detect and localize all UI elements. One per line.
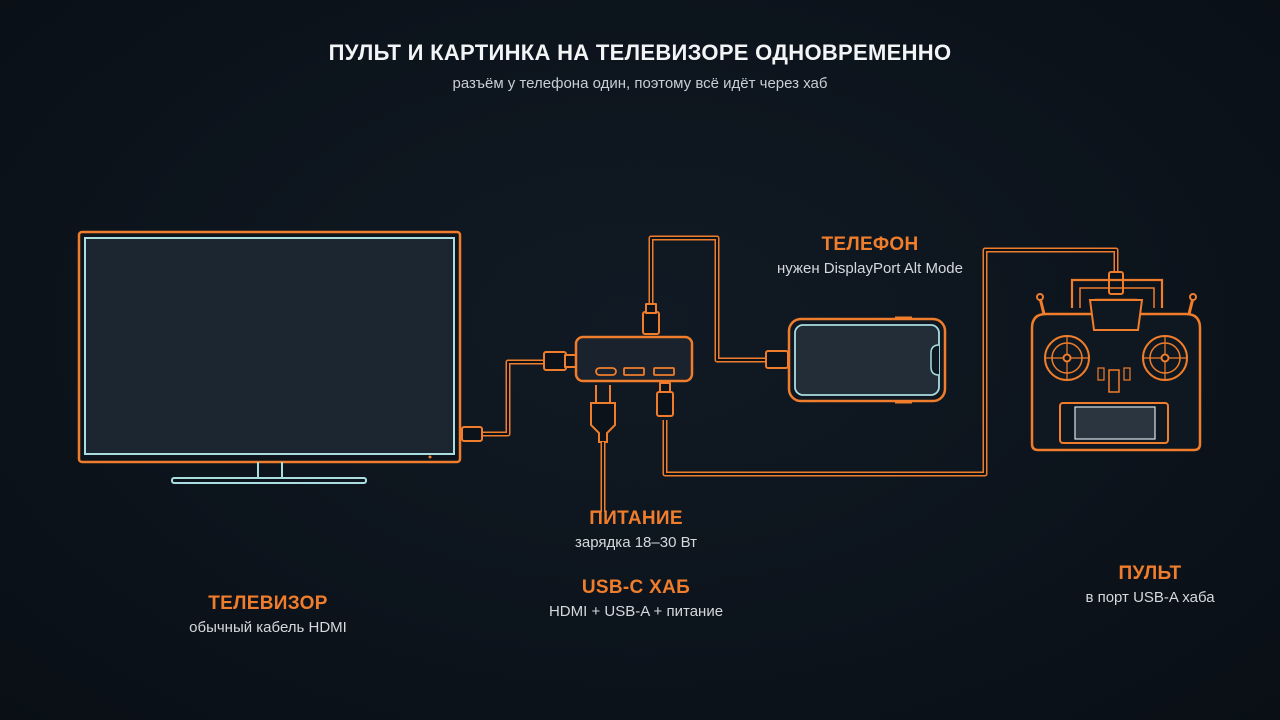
usb-c-hub-icon xyxy=(574,335,694,383)
tv-label-title: ТЕЛЕВИЗОР xyxy=(208,593,328,614)
remote-label: ПУЛЬТ в порт USB-A хаба xyxy=(1040,563,1260,606)
diagram-subtitle: разъём у телефона один, поэтому всё идёт… xyxy=(452,75,828,92)
phone-label-title: ТЕЛЕФОН xyxy=(821,234,919,255)
remote-label-note: в порт USB-A хаба xyxy=(1085,589,1215,606)
tv-label: ТЕЛЕВИЗОР обычный кабель HDMI xyxy=(148,593,388,636)
phone-label-note: нужен DisplayPort Alt Mode xyxy=(776,260,963,277)
hub-label-title: USB-C ХАБ xyxy=(581,577,691,598)
phone-icon xyxy=(787,316,947,404)
remote-label-title: ПУЛЬТ xyxy=(1118,563,1182,584)
power-label: ПИТАНИЕ зарядка 18–30 Вт xyxy=(536,508,736,551)
hdmi-cable-icon xyxy=(461,351,578,442)
diagram-title: ПУЛЬТ И КАРТИНКА НА ТЕЛЕВИЗОРЕ ОДНОВРЕМЕ… xyxy=(328,40,952,65)
phone-label: ТЕЛЕФОН нужен DisplayPort Alt Mode xyxy=(740,234,1000,277)
power-label-note: зарядка 18–30 Вт xyxy=(575,534,697,551)
tv-label-note: обычный кабель HDMI xyxy=(189,619,347,636)
tv-icon xyxy=(77,230,462,484)
hub-label: USB-C ХАБ HDMI + USB-A + питание xyxy=(516,577,756,620)
hub-label-note: HDMI + USB-A + питание xyxy=(548,603,724,620)
rc-transmitter-icon xyxy=(1030,278,1202,452)
power-label-title: ПИТАНИЕ xyxy=(589,508,683,529)
power-plug-icon xyxy=(590,385,616,512)
